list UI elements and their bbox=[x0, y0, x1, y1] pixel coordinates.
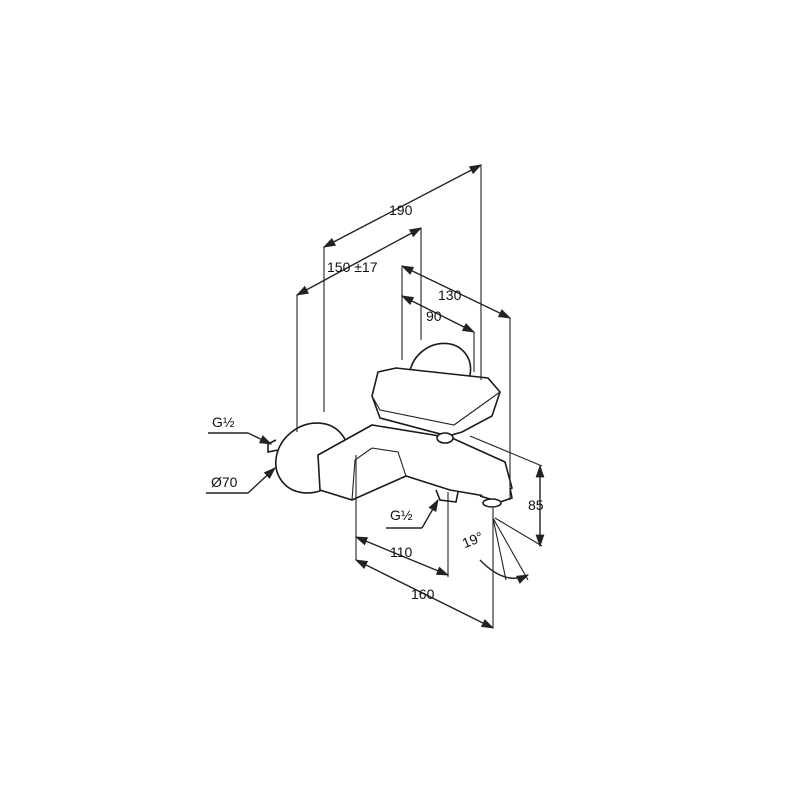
diverter-knob bbox=[435, 489, 459, 503]
label-angle: 19° bbox=[460, 528, 486, 551]
dim-160-line bbox=[354, 559, 495, 629]
label-90: 90 bbox=[426, 308, 442, 324]
dim-90-line bbox=[400, 295, 476, 333]
label-spout-thread: G½ bbox=[390, 507, 413, 523]
lever-handle bbox=[371, 367, 501, 437]
label-escutcheon: Ø70 bbox=[211, 474, 238, 490]
label-150: 150 ±17 bbox=[327, 259, 378, 275]
mixer-body bbox=[267, 342, 513, 508]
dim-130-line bbox=[400, 265, 512, 319]
dim-150-line bbox=[295, 227, 423, 296]
dimension-lines bbox=[206, 164, 545, 629]
label-160: 160 bbox=[411, 586, 435, 602]
label-110: 110 bbox=[390, 544, 413, 560]
dimension-labels: 190 150 ±17 130 90 G½ Ø70 G½ 110 160 85 … bbox=[211, 202, 544, 602]
mixer-housing bbox=[317, 424, 513, 501]
label-wall-thread: G½ bbox=[212, 414, 235, 430]
label-130: 130 bbox=[438, 287, 462, 303]
dim-angle-arc bbox=[479, 559, 530, 584]
label-85: 85 bbox=[528, 497, 544, 513]
label-190: 190 bbox=[389, 202, 413, 218]
